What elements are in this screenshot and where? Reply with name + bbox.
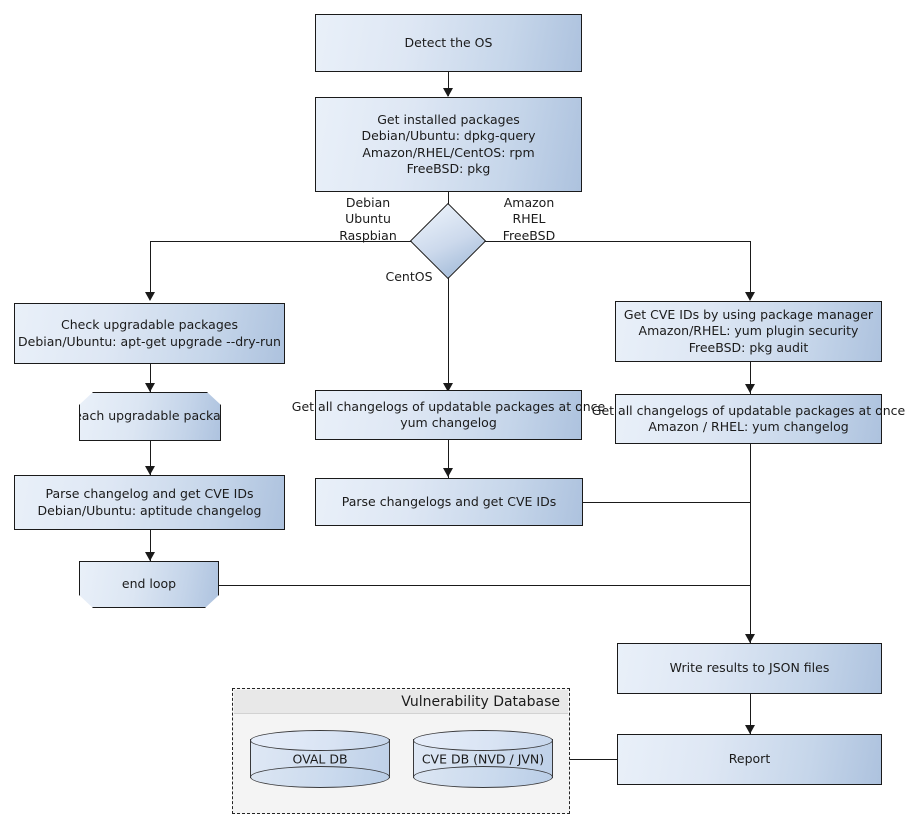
node-foreach-upgradable-packages[interactable]: foreach upgradable packages xyxy=(79,392,221,441)
database-cve-db[interactable]: CVE DB (NVD / JVN) xyxy=(413,730,553,788)
node-report[interactable]: Report xyxy=(617,734,882,785)
database-oval-db[interactable]: OVAL DB xyxy=(250,730,390,788)
node-parse-changelog-debian-label: Parse changelog and get CVE IDs Debian/U… xyxy=(37,486,262,518)
node-write-results-json[interactable]: Write results to JSON files xyxy=(617,643,882,694)
node-decision-os[interactable] xyxy=(409,202,487,280)
node-get-changelogs-amazon[interactable]: Get all changelogs of updatable packages… xyxy=(592,394,905,444)
node-get-cve-ids-package-manager[interactable]: Get CVE IDs by using package manager Ama… xyxy=(615,301,882,362)
connector-decision-right-horizontal xyxy=(477,241,751,243)
connector-cveids-to-changelogs xyxy=(750,362,752,394)
node-write-results-json-label: Write results to JSON files xyxy=(669,660,830,676)
connector-centerchangelog-to-parse xyxy=(448,440,450,478)
oval-db-cylinder-top xyxy=(250,730,390,751)
connector-centerparse-merge xyxy=(583,502,751,504)
arrowhead-parse-to-endloop xyxy=(145,552,155,561)
connector-decision-left-horizontal xyxy=(150,241,421,243)
node-check-upgradable-packages[interactable]: Check upgradable packages Debian/Ubuntu:… xyxy=(14,303,285,364)
edge-label-right-branch: Amazon RHEL FreeBSD xyxy=(502,195,556,243)
node-get-changelogs-amazon-label: Get all changelogs of updatable packages… xyxy=(591,402,906,435)
arrowhead-decision-right xyxy=(745,292,755,301)
node-foreach-upgradable-packages-label: foreach upgradable packages xyxy=(57,408,243,424)
arrowhead-cveids-to-changelogs xyxy=(745,384,755,393)
connector-decision-center xyxy=(448,260,450,390)
connector-trunk-to-writejson xyxy=(750,444,752,643)
node-get-changelogs-centos-label: Get all changelogs of updatable packages… xyxy=(291,398,606,431)
arrowhead-trunk-to-writejson xyxy=(745,634,755,643)
group-vulnerability-database-title: Vulnerability Database xyxy=(234,690,568,714)
arrowhead-detect-to-installed xyxy=(443,88,453,97)
node-get-cve-ids-package-manager-label: Get CVE IDs by using package manager Ama… xyxy=(623,306,874,355)
node-get-changelogs-centos[interactable]: Get all changelogs of updatable packages… xyxy=(292,390,605,440)
node-detect-os[interactable]: Detect the OS xyxy=(315,14,582,72)
connector-decision-right-vertical xyxy=(750,241,752,299)
node-get-installed-packages[interactable]: Get installed packages Debian/Ubuntu: dp… xyxy=(315,97,582,192)
node-end-loop[interactable]: end loop xyxy=(79,561,219,608)
connector-vulndb-to-report xyxy=(570,759,618,761)
cve-db-label: CVE DB (NVD / JVN) xyxy=(421,751,545,767)
node-get-installed-packages-label: Get installed packages Debian/Ubuntu: dp… xyxy=(361,111,536,177)
connector-foreach-to-parse xyxy=(150,441,152,475)
connector-parse-to-endloop xyxy=(150,530,152,561)
edge-label-center-branch: CentOS xyxy=(385,269,433,284)
connector-check-to-foreach xyxy=(150,364,152,392)
connector-endloop-merge xyxy=(219,585,751,587)
node-check-upgradable-packages-label: Check upgradable packages Debian/Ubuntu:… xyxy=(18,317,281,349)
connector-writejson-to-report xyxy=(750,694,752,734)
arrowhead-writejson-to-report xyxy=(745,725,755,734)
node-end-loop-label: end loop xyxy=(121,576,177,592)
connector-detect-to-installed xyxy=(448,72,450,96)
arrowhead-decision-left xyxy=(145,292,155,301)
arrowhead-foreach-to-parse xyxy=(145,466,155,475)
edge-label-left-branch: Debian Ubuntu Raspbian xyxy=(339,195,397,243)
node-parse-changelogs-centos-label: Parse changelogs and get CVE IDs xyxy=(341,493,557,509)
cve-db-cylinder-bottom xyxy=(413,766,553,788)
node-report-label: Report xyxy=(728,751,771,767)
oval-db-cylinder-bottom xyxy=(250,766,390,788)
arrowhead-decision-center xyxy=(443,383,453,392)
arrowhead-check-to-foreach xyxy=(145,383,155,392)
arrowhead-centerchangelog-to-parse xyxy=(443,468,453,477)
cve-db-cylinder-top xyxy=(413,730,553,751)
oval-db-label: OVAL DB xyxy=(292,751,348,767)
group-title-label: Vulnerability Database xyxy=(401,693,560,710)
connector-decision-left-vertical xyxy=(150,241,152,299)
node-detect-os-label: Detect the OS xyxy=(404,34,493,50)
node-parse-changelog-debian[interactable]: Parse changelog and get CVE IDs Debian/U… xyxy=(14,475,285,530)
node-parse-changelogs-centos[interactable]: Parse changelogs and get CVE IDs xyxy=(315,478,583,526)
